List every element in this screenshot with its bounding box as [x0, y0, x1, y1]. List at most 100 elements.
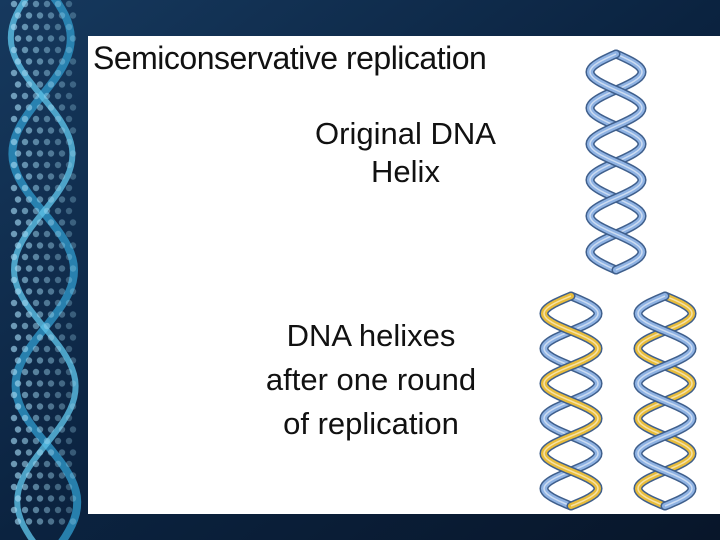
background-bead — [54, 253, 62, 261]
background-bead — [69, 357, 77, 364]
background-bead — [21, 437, 29, 445]
background-bead — [65, 391, 73, 399]
background-bead — [43, 299, 51, 307]
background-bead — [10, 506, 18, 514]
background-bead — [36, 265, 44, 272]
background-bead — [25, 380, 33, 387]
background-bead — [32, 506, 40, 514]
background-bead — [65, 299, 73, 307]
background-bead — [36, 81, 44, 88]
background-bead — [58, 311, 66, 318]
background-bead — [14, 495, 22, 502]
background-bead — [69, 288, 77, 295]
background-bead — [47, 173, 55, 180]
background-bead — [21, 391, 29, 399]
background-bead — [65, 276, 73, 284]
background-bead — [54, 322, 62, 330]
background-bead — [65, 345, 73, 353]
background-bead — [69, 495, 77, 502]
background-bead — [25, 334, 33, 341]
background-bead — [69, 173, 77, 180]
background-bead — [54, 207, 62, 215]
background-bead — [65, 46, 73, 54]
background-bead — [47, 380, 55, 387]
background-bead — [21, 69, 29, 77]
background-bead — [25, 196, 33, 203]
background-strand-1 — [8, 0, 82, 540]
background-bead — [25, 12, 33, 19]
background-bead — [14, 449, 22, 456]
background-bead — [65, 115, 73, 123]
background-bead — [25, 265, 33, 272]
background-bead — [43, 207, 51, 215]
background-bead — [43, 23, 51, 31]
background-bead — [43, 345, 51, 353]
background-bead — [69, 449, 77, 456]
background-bead — [25, 495, 33, 502]
background-bead — [43, 322, 51, 330]
background-bead — [43, 46, 51, 54]
background-bead — [43, 460, 51, 468]
replicated-helices-label: DNA helixes after one round of replicati… — [246, 314, 496, 446]
background-bead — [25, 219, 33, 226]
background-bead — [32, 184, 40, 192]
background-bead — [54, 115, 62, 123]
background-bead — [14, 196, 22, 203]
background-bead — [36, 58, 44, 65]
background-bead — [43, 161, 51, 169]
background-bead — [69, 219, 77, 226]
background-bead — [10, 115, 18, 123]
background-bead — [65, 0, 73, 8]
background-bead — [65, 69, 73, 77]
background-bead — [36, 150, 44, 157]
background-bead — [21, 299, 29, 307]
background-bead — [47, 403, 55, 410]
background-bead — [25, 81, 33, 88]
background-bead — [10, 414, 18, 422]
slide-title: Semiconservative replication — [93, 40, 487, 76]
background-bead — [69, 403, 77, 410]
background-bead — [65, 23, 73, 31]
background-bead — [54, 391, 62, 399]
background-bead — [21, 161, 29, 169]
background-bead — [54, 69, 62, 77]
background-bead — [36, 288, 44, 295]
background-bead — [54, 276, 62, 284]
background-bead — [14, 104, 22, 111]
background-bead — [14, 35, 22, 42]
background-bead — [65, 253, 73, 261]
background-bead — [32, 138, 40, 146]
background-bead — [69, 150, 77, 157]
background-bead — [69, 380, 77, 387]
background-bead — [58, 81, 66, 88]
background-bead — [36, 449, 44, 456]
background-bead — [25, 311, 33, 318]
background-bead — [58, 518, 66, 525]
background-bead — [65, 230, 73, 238]
background-bead — [43, 138, 51, 146]
background-bead — [43, 92, 51, 100]
background-bead — [21, 115, 29, 123]
background-bead — [25, 104, 33, 111]
background-bead — [10, 368, 18, 376]
background-bead — [10, 23, 18, 31]
background-bead — [69, 426, 77, 433]
background-bead — [10, 299, 18, 307]
background-bead — [32, 483, 40, 491]
background-bead — [32, 414, 40, 422]
background-bead — [58, 472, 66, 479]
background-bead — [10, 207, 18, 215]
background-bead — [69, 196, 77, 203]
background-bead — [14, 265, 22, 272]
background-bead — [14, 334, 22, 341]
background-bead — [54, 184, 62, 192]
background-bead — [36, 311, 44, 318]
background-bead — [32, 46, 40, 54]
background-bead — [32, 115, 40, 123]
original-label-line1: Original DNA — [315, 116, 496, 151]
background-bead — [47, 288, 55, 295]
background-bead — [58, 35, 66, 42]
background-bead — [47, 265, 55, 272]
background-bead — [32, 437, 40, 445]
background-bead — [47, 472, 55, 479]
